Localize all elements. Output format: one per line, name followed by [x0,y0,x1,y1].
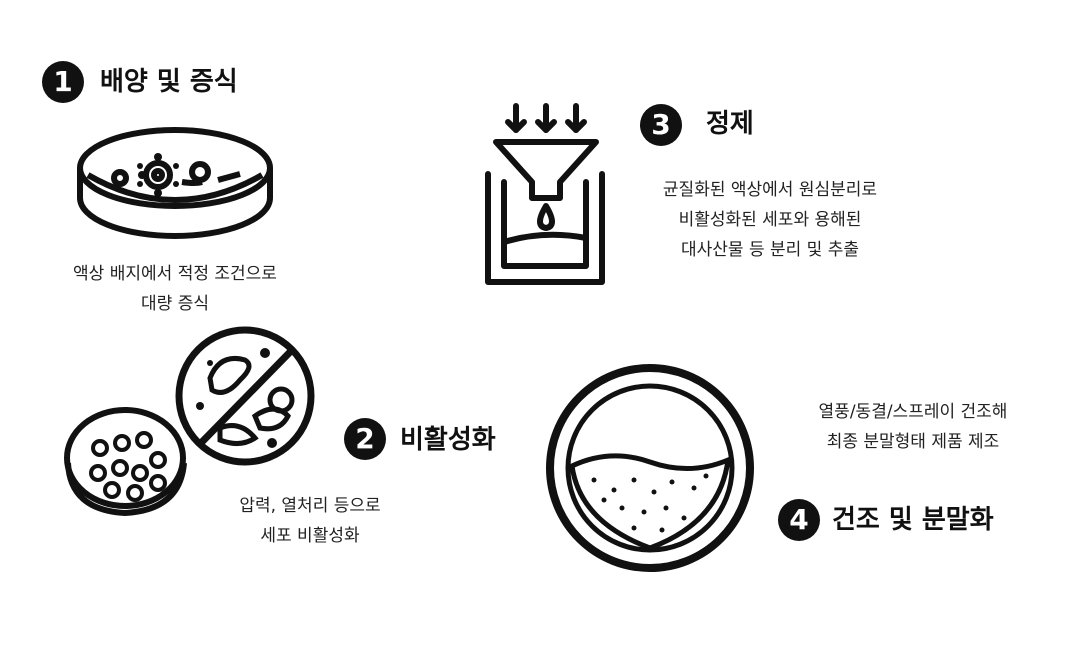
step-2-description-line: 압력, 열처리 등으로 [239,496,381,516]
step-1-badge: 1 [42,61,84,103]
step-1-description-line: 대량 증식 [141,294,209,314]
step-3-description: 균질화된 액상에서 원심분리로 비활성화된 세포와 용해된 대사산물 등 분리 … [620,175,920,265]
step-4-title: 건조 및 분말화 [832,505,994,535]
petri-dish-icon [77,127,273,239]
step-1-description: 액상 배지에서 적정 조건으로 대량 증식 [40,259,310,319]
step-1-description-line: 액상 배지에서 적정 조건으로 [73,264,277,284]
step-3-badge: 3 [640,104,682,146]
step-1-title: 배양 및 증식 [100,67,238,97]
step-4-badge: 4 [778,499,820,541]
step-4-description-line: 최종 분말형태 제품 제조 [826,432,1000,452]
step-4-description-line: 열풍/동결/스프레이 건조해 [818,402,1008,422]
step-4-description: 열풍/동결/스프레이 건조해 최종 분말형태 제품 제조 [778,397,1048,457]
step-2-badge: 2 [344,418,386,460]
funnel-filter-icon [485,103,605,285]
step-3-title: 정제 [706,109,754,139]
step-3-description-line: 균질화된 액상에서 원심분리로 [662,180,878,200]
step-2-description-line: 세포 비활성화 [260,526,360,546]
step-3-description-line: 비활성화된 세포와 용해된 [678,210,862,230]
inactivation-icon [64,326,315,517]
step-2-description: 압력, 열처리 등으로 세포 비활성화 [200,491,420,551]
step-3-description-line: 대사산물 등 분리 및 추출 [680,240,859,260]
powder-container-icon [546,364,754,572]
step-2-title: 비활성화 [400,425,496,455]
